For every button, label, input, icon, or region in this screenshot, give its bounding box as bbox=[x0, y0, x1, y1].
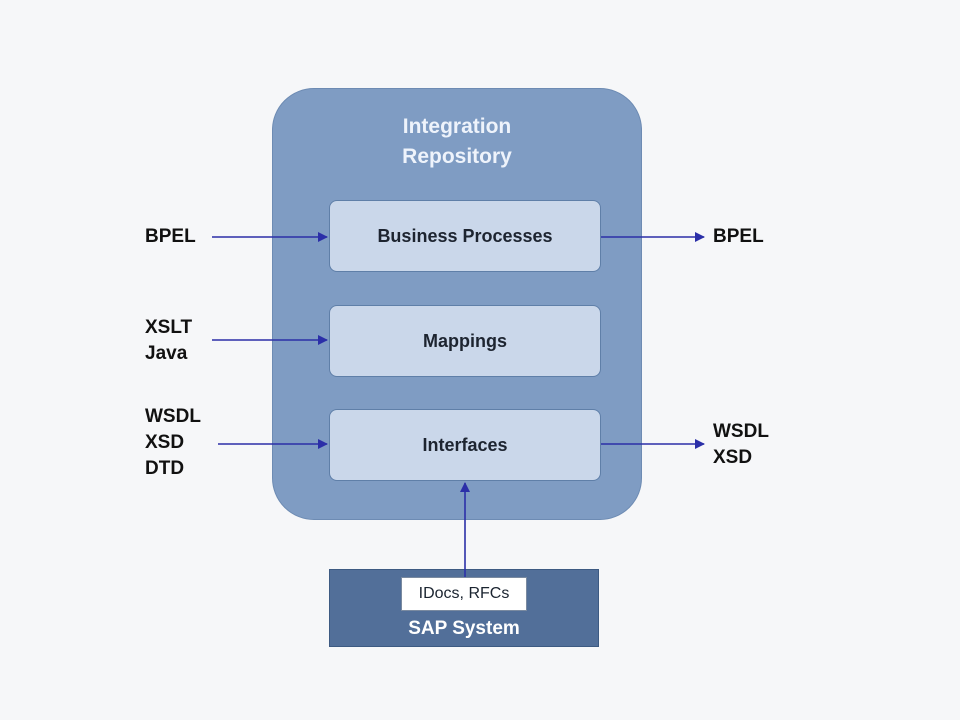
input-xslt: XSLT bbox=[145, 317, 193, 338]
sap-system-label: SAP System bbox=[408, 618, 520, 639]
output-label-interfaces: WSDL XSD bbox=[713, 419, 769, 471]
input-wsdl: WSDL bbox=[145, 406, 201, 427]
business-processes-box: Business Processes bbox=[329, 200, 601, 272]
mappings-box: Mappings bbox=[329, 305, 601, 377]
input-xsd: XSD bbox=[145, 432, 185, 453]
input-java: Java bbox=[145, 343, 188, 364]
output-label-business-processes: BPEL bbox=[713, 224, 764, 250]
input-dtd: DTD bbox=[145, 458, 185, 479]
mappings-label: Mappings bbox=[423, 330, 507, 351]
input-label-business-processes: BPEL bbox=[145, 224, 196, 250]
interfaces-box: Interfaces bbox=[329, 409, 601, 481]
output-xsd: XSD bbox=[713, 447, 753, 468]
input-label-mappings: XSLT Java bbox=[145, 315, 192, 367]
repository-title-line2: Repository bbox=[402, 145, 512, 168]
input-label-interfaces: WSDL XSD DTD bbox=[145, 404, 201, 482]
idocs-rfcs-box: IDocs, RFCs bbox=[401, 577, 527, 611]
repository-title-line1: Integration bbox=[402, 115, 512, 138]
repository-title: Integration Repository bbox=[272, 112, 642, 172]
output-wsdl: WSDL bbox=[713, 421, 769, 442]
output-bpel: BPEL bbox=[713, 226, 764, 247]
interfaces-label: Interfaces bbox=[422, 434, 508, 455]
input-bpel: BPEL bbox=[145, 226, 196, 247]
idocs-rfcs-label: IDocs, RFCs bbox=[418, 585, 510, 602]
business-processes-label: Business Processes bbox=[377, 225, 553, 246]
